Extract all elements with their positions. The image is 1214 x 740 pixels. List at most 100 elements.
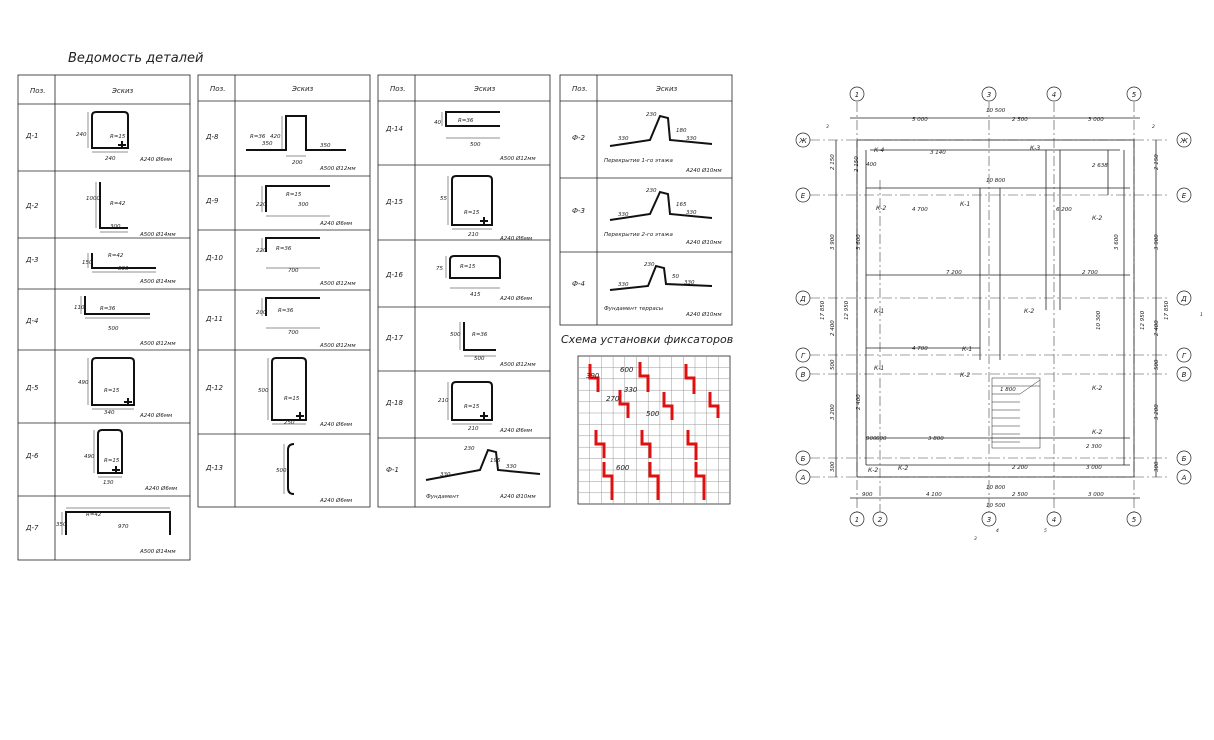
- svg-text:2: 2: [1152, 124, 1155, 130]
- dim-d15-r: R=15: [464, 210, 480, 216]
- spec-d16: А240 Ø6мм: [499, 295, 532, 302]
- svg-text:3: 3: [987, 516, 991, 524]
- dim-d1-h: 240: [76, 132, 87, 138]
- svg-text:В: В: [1182, 371, 1187, 379]
- dim-f1-b: 230: [464, 446, 475, 452]
- dim-d6-w: 130: [103, 480, 114, 486]
- dim-d4-h: 110: [74, 305, 85, 311]
- svg-text:К-2: К-2: [876, 205, 886, 212]
- dim-f2-d: 330: [686, 136, 697, 142]
- plan-side-dims: 2 150 2 150 3 900 17 850 12 950 2 400 3 …: [820, 154, 1170, 472]
- dim-d11-r: R=36: [278, 308, 294, 314]
- svg-text:10 300: 10 300: [1096, 310, 1102, 330]
- pos-d17: Д-17: [385, 334, 403, 342]
- svg-text:К-1: К-1: [874, 365, 884, 372]
- note-f4: Фундамент террасы: [604, 306, 664, 312]
- spec-f1: А240 Ø10мм: [499, 493, 536, 500]
- dim-f1-d: 330: [506, 464, 517, 470]
- section-marks: 3 1 2 4 5 3: [826, 124, 1203, 542]
- header-sketch: Эскиз: [111, 87, 134, 95]
- dim-d18-w: 210: [468, 426, 479, 432]
- dim-f4-a: 330: [618, 282, 629, 288]
- fixator-grid: [577, 355, 731, 505]
- pos-f1: Ф-1: [386, 466, 399, 474]
- spec-d15: А240 Ø6мм: [499, 235, 532, 242]
- svg-text:300: 300: [830, 461, 836, 472]
- header-pos-4: Поз.: [572, 85, 588, 93]
- dim-f1-a: 330: [440, 472, 451, 478]
- dim-f2-b: 230: [646, 112, 657, 118]
- pos-d7: Д-7: [25, 524, 39, 532]
- svg-text:Г: Г: [801, 352, 806, 360]
- svg-text:2 700: 2 700: [1082, 270, 1098, 276]
- svg-text:10 500: 10 500: [986, 503, 1006, 509]
- svg-text:2 150: 2 150: [1154, 154, 1160, 170]
- svg-text:К-4: К-4: [874, 147, 884, 154]
- dim-d5-w: 340: [104, 410, 115, 416]
- svg-text:К-1: К-1: [960, 201, 970, 208]
- header-pos-2: Поз.: [210, 85, 226, 93]
- spec-d11: А500 Ø12мм: [319, 342, 356, 349]
- plan-walls: [835, 117, 1157, 499]
- dim-d14-r: R=36: [458, 118, 474, 124]
- dim-f1-c: 195: [490, 458, 501, 464]
- spec-d13: А240 Ø6мм: [319, 497, 352, 504]
- cross-marks-1: [112, 141, 132, 474]
- grid-axes-horizontal: [810, 139, 1170, 478]
- svg-text:400: 400: [866, 162, 877, 168]
- dim-d14-h: 40: [434, 120, 441, 126]
- svg-text:К-1: К-1: [874, 308, 884, 315]
- svg-text:12 950: 12 950: [844, 300, 850, 320]
- pos-d6: Д-6: [25, 452, 39, 460]
- dim-d7-h: 350: [56, 522, 67, 528]
- sketch-shapes-3: [425, 111, 541, 481]
- dim-d2-w: 300: [110, 224, 121, 230]
- dim-d3-h: 150: [82, 260, 93, 266]
- dim-d13-h: 500: [276, 468, 287, 474]
- dim-d17-h: 500: [450, 332, 461, 338]
- svg-text:4: 4: [1052, 91, 1056, 99]
- axis-5-bottom: [1126, 511, 1142, 527]
- svg-text:3 900: 3 900: [1154, 234, 1160, 250]
- dim-d9-w: 300: [298, 202, 309, 208]
- svg-text:К-2: К-2: [868, 467, 878, 474]
- sketch-shapes-1: [65, 111, 171, 535]
- svg-text:Е: Е: [801, 192, 806, 200]
- dim-d7-w: 970: [118, 524, 129, 530]
- svg-text:3 200: 3 200: [1154, 404, 1160, 420]
- axis-1-top: [849, 86, 865, 102]
- pos-d16: Д-16: [385, 271, 403, 279]
- svg-text:2 300: 2 300: [1086, 444, 1102, 450]
- svg-text:900: 900: [862, 492, 873, 498]
- svg-text:500: 500: [1154, 359, 1160, 370]
- dim-lines-1: [61, 112, 170, 535]
- dim-d3-r: R=42: [108, 253, 124, 259]
- dim-d10-r: R=36: [276, 246, 292, 252]
- svg-text:2 400: 2 400: [1154, 320, 1160, 336]
- svg-text:5: 5: [1132, 516, 1137, 524]
- svg-text:Д: Д: [1180, 295, 1187, 303]
- spec-d8: А500 Ø12мм: [319, 165, 356, 172]
- svg-text:300: 300: [1154, 461, 1160, 472]
- spec-d1: А240 Ø6мм: [139, 156, 172, 163]
- fix-dim-390: 390: [586, 372, 600, 380]
- svg-text:Ж: Ж: [1179, 137, 1188, 145]
- dim-d10-h: 220: [256, 248, 267, 254]
- pos-f2: Ф-2: [572, 134, 586, 142]
- plan-element-labels: К-4 К-3 К-2 К-1 К-2 К-1 К-2 К-1 К-2 К-1 …: [868, 145, 1102, 474]
- svg-text:1: 1: [855, 91, 859, 99]
- svg-text:2 500: 2 500: [1012, 117, 1028, 123]
- dim-d16-w: 415: [470, 292, 481, 298]
- svg-text:Д: Д: [799, 295, 806, 303]
- dim-d10-w: 700: [288, 268, 299, 274]
- dim-d8-m: 200: [292, 160, 303, 166]
- svg-text:4: 4: [996, 528, 999, 534]
- pos-d5: Д-5: [25, 384, 39, 392]
- pos-d3: Д-3: [25, 256, 38, 264]
- dim-d5-r: R=15: [104, 388, 120, 394]
- svg-text:4 700: 4 700: [912, 346, 928, 352]
- spec-d17: А500 Ø12мм: [499, 361, 536, 368]
- svg-text:7 200: 7 200: [946, 270, 962, 276]
